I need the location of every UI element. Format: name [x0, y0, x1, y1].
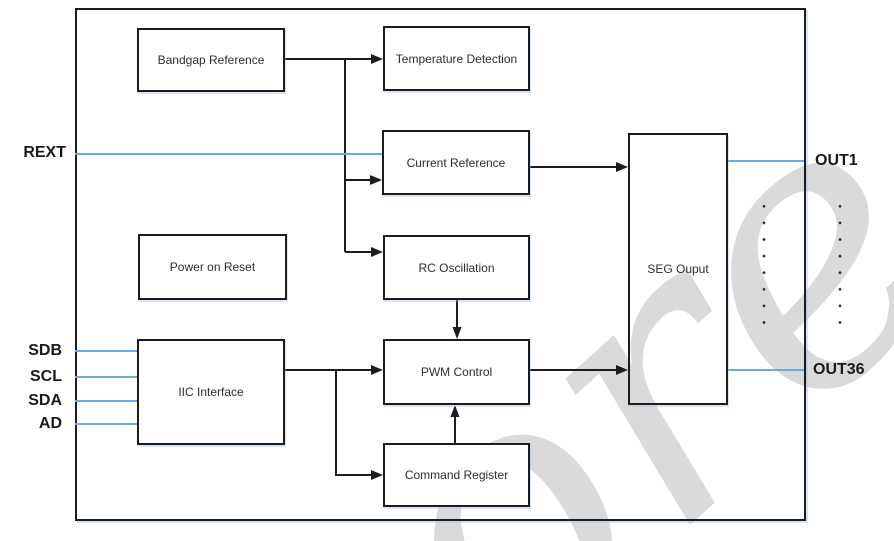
block-bandgap-reference: Bandgap Reference [137, 28, 285, 92]
block-iic-interface: IIC Interface [137, 339, 285, 445]
arrow-commandreg-to-pwm [450, 405, 460, 417]
block-label: SEG Ouput [647, 262, 709, 276]
pin-label-out36: OUT36 [813, 361, 865, 378]
block-command-register: Command Register [383, 443, 530, 507]
arrow-currentref-to-seg [616, 162, 628, 172]
block-temperature-detection: Temperature Detection [383, 26, 530, 91]
pin-label-sdb: SDB [28, 342, 62, 359]
chip-outline [75, 8, 806, 521]
block-label: Bandgap Reference [157, 53, 265, 67]
pin-label-rext: REXT [23, 144, 66, 161]
block-label: PWM Control [420, 365, 493, 379]
arrow-to-command-register [371, 470, 383, 480]
out-ellipsis-outer [838, 198, 842, 331]
block-label: Current Reference [406, 155, 506, 170]
block-label: IIC Interface [178, 385, 244, 399]
block-label: Command Register [404, 468, 509, 482]
block-label: Temperature Detection [395, 51, 518, 66]
block-pwm-control: PWM Control [383, 339, 530, 405]
pin-label-scl: SCL [30, 368, 62, 385]
block-label: RC Oscillation [418, 260, 495, 275]
arrow-to-temperature [371, 54, 383, 64]
block-seg-output: SEG Ouput [628, 133, 728, 405]
block-rc-oscillation: RC Oscillation [383, 235, 530, 300]
arrow-iic-to-pwm [371, 365, 383, 375]
pin-label-sda: SDA [28, 392, 62, 409]
block-current-reference: Current Reference [382, 130, 530, 195]
out-ellipsis-inner [762, 198, 766, 331]
arrow-pwm-to-seg [616, 365, 628, 375]
wire-iic-to-command-register [335, 370, 371, 476]
pin-label-out1: OUT1 [815, 152, 858, 169]
arrow-to-current-reference [370, 175, 382, 185]
arrow-rcosc-to-pwm [452, 327, 462, 339]
pin-label-ad: AD [38, 415, 62, 432]
block-power-on-reset: Power on Reset [138, 234, 287, 300]
arrow-to-rc-oscillation [371, 247, 383, 257]
block-label: Power on Reset [169, 260, 256, 274]
